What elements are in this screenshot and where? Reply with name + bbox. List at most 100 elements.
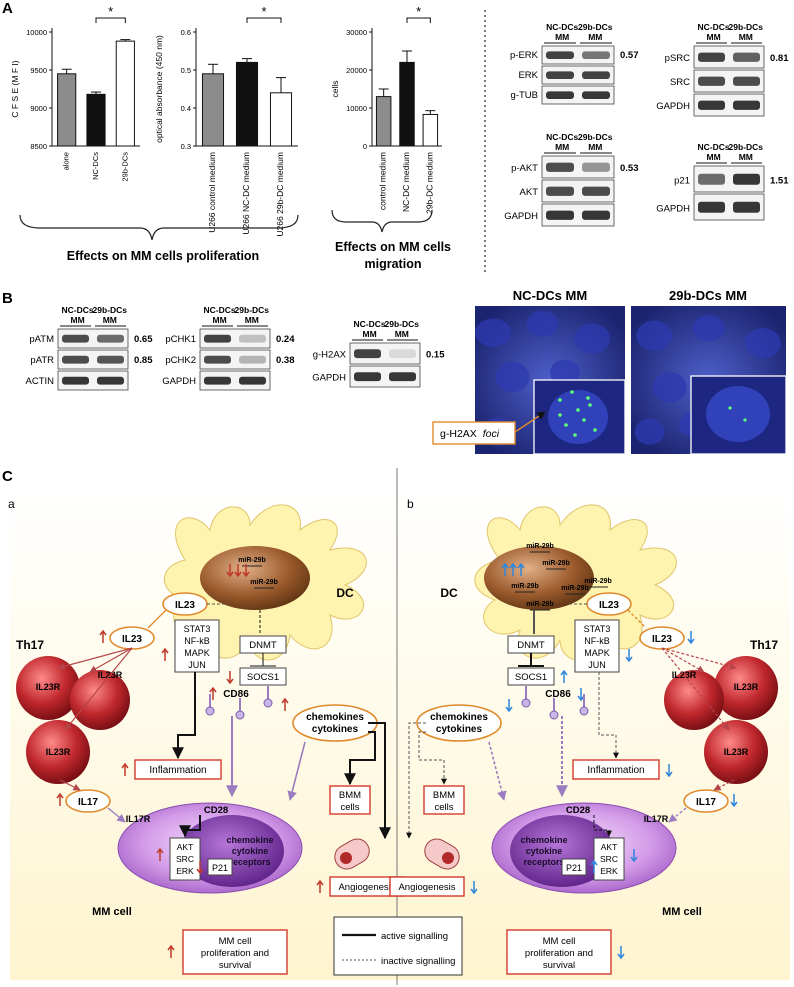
mir-29b-label: miR-29b xyxy=(238,557,266,564)
blot-band xyxy=(239,376,266,385)
up-arrow-icon xyxy=(281,697,289,711)
il17-ligand xyxy=(683,789,729,813)
blot-band xyxy=(698,201,725,213)
bar-3 xyxy=(269,92,293,147)
blot-band xyxy=(546,91,574,99)
stat-line: MAPK xyxy=(584,648,610,658)
chemo-to-receptor xyxy=(287,741,306,801)
blot-band xyxy=(204,334,231,343)
akt-line: ERK xyxy=(600,866,618,876)
blot-quant-value: 0.85 xyxy=(134,355,153,366)
y-tick-label: 10000 xyxy=(26,28,47,37)
blot-sub: MM xyxy=(555,32,569,42)
th17-to-il17 xyxy=(59,779,81,791)
il17-to-receptor xyxy=(668,807,687,823)
socs1-label: SOCS1 xyxy=(515,672,547,683)
blot-band xyxy=(733,52,760,62)
stat-line: JUN xyxy=(188,660,206,670)
diagram-tag: a xyxy=(8,497,15,511)
down-arrow-icon xyxy=(226,671,234,685)
up-arrow-icon xyxy=(99,629,107,643)
migration-caption-line1: Effects on MM cells xyxy=(335,240,451,254)
y-tick-label: 0.6 xyxy=(181,28,191,37)
significance-bracket xyxy=(95,17,126,23)
il23r-label: IL23R xyxy=(46,747,71,757)
blot-row-label: GAPDH xyxy=(656,204,690,215)
angiogenesis-box xyxy=(389,876,465,897)
up-arrow-icon xyxy=(121,762,129,776)
category-label: 29b-DCs xyxy=(120,152,129,182)
proliferation-box xyxy=(506,929,612,975)
foci-dot xyxy=(573,433,577,437)
il17-ligand xyxy=(65,789,111,813)
significance-star: * xyxy=(416,4,421,19)
mm-nucleus xyxy=(180,815,284,887)
nucleus xyxy=(692,315,725,342)
down-arrow-icon xyxy=(625,649,633,663)
foci-pointer xyxy=(514,411,546,433)
socs1-label: SOCS1 xyxy=(247,672,279,683)
blot-band xyxy=(582,162,610,172)
foci-dot xyxy=(743,418,747,422)
legend-active: active signalling xyxy=(381,931,448,942)
foci-dot xyxy=(570,390,574,394)
receptor-label-1: chemokine xyxy=(520,835,567,845)
y-axis-label: cells xyxy=(330,80,340,97)
blot-band xyxy=(582,186,610,196)
blot-band xyxy=(546,210,574,220)
il17r-label: IL17R xyxy=(126,814,151,824)
blot-sub: MM xyxy=(707,32,721,42)
significance-star: * xyxy=(108,4,113,19)
proliferation-box xyxy=(182,929,288,975)
prolif-line-3: survival xyxy=(543,960,575,971)
blot-row-label: pCHK2 xyxy=(165,355,196,366)
bar-1 xyxy=(57,73,77,147)
diagram-left: aDCmiR-29bmiR-29bIL23IL23Th17IL23RIL23RI… xyxy=(8,497,405,975)
cd28-to-akt xyxy=(179,815,201,838)
blot-quant-value: 0.65 xyxy=(134,334,153,345)
blot-band xyxy=(582,210,610,220)
foci-dot xyxy=(576,408,580,412)
stat-line: MAPK xyxy=(184,648,210,658)
il17-label: IL17 xyxy=(696,797,716,808)
microscopy-29b-dcs xyxy=(631,306,787,455)
blot-quant-value: 0.38 xyxy=(276,355,295,366)
cd28-label: CD28 xyxy=(566,805,590,816)
up-arrow-icon xyxy=(590,859,598,873)
blot-row-label: pATM xyxy=(29,334,54,345)
up-arrow-icon xyxy=(209,686,217,700)
akt-box xyxy=(593,837,625,881)
blot-band xyxy=(546,162,574,172)
proliferation-brace xyxy=(19,214,299,241)
il23-flow xyxy=(627,609,647,629)
y-axis-label: optical absorbance (450 nm) xyxy=(154,35,164,143)
blot-quant-value: 0.53 xyxy=(620,163,639,174)
blot-band xyxy=(239,334,266,343)
foci-dot xyxy=(728,406,732,410)
panel-label-a: A xyxy=(2,0,13,17)
blot-row-label: GAPDH xyxy=(162,376,196,387)
category-label: 29b-DC medium xyxy=(424,152,434,214)
receptor-label-2: cytokine xyxy=(526,846,563,856)
cytokines-label: cytokines xyxy=(312,724,359,735)
bmm-label: BMM xyxy=(339,790,361,801)
blot-band xyxy=(97,376,124,385)
blot-band xyxy=(62,376,89,385)
category-label: NC-DC medium xyxy=(401,152,411,212)
down-arrow-icon xyxy=(234,564,242,578)
blot-head-nc: NC-DCs xyxy=(546,22,578,32)
th17-cell xyxy=(16,656,80,720)
blot-row-label: p-AKT xyxy=(511,163,538,174)
chemo-to-vessel xyxy=(406,722,426,839)
il23-ligand-label: IL23 xyxy=(652,634,672,645)
blot-sub: MM xyxy=(739,32,753,42)
blot-sub: MM xyxy=(395,329,409,339)
th17-cell xyxy=(704,720,768,784)
blot-band xyxy=(97,355,124,364)
blot-head-nc: NC-DCs xyxy=(698,22,730,32)
blot-lane xyxy=(199,349,271,370)
y-axis-label: C F S E (M F I) xyxy=(10,60,20,117)
blot-head-29b: 29b-DCs xyxy=(235,305,270,315)
blot-band xyxy=(582,91,610,99)
